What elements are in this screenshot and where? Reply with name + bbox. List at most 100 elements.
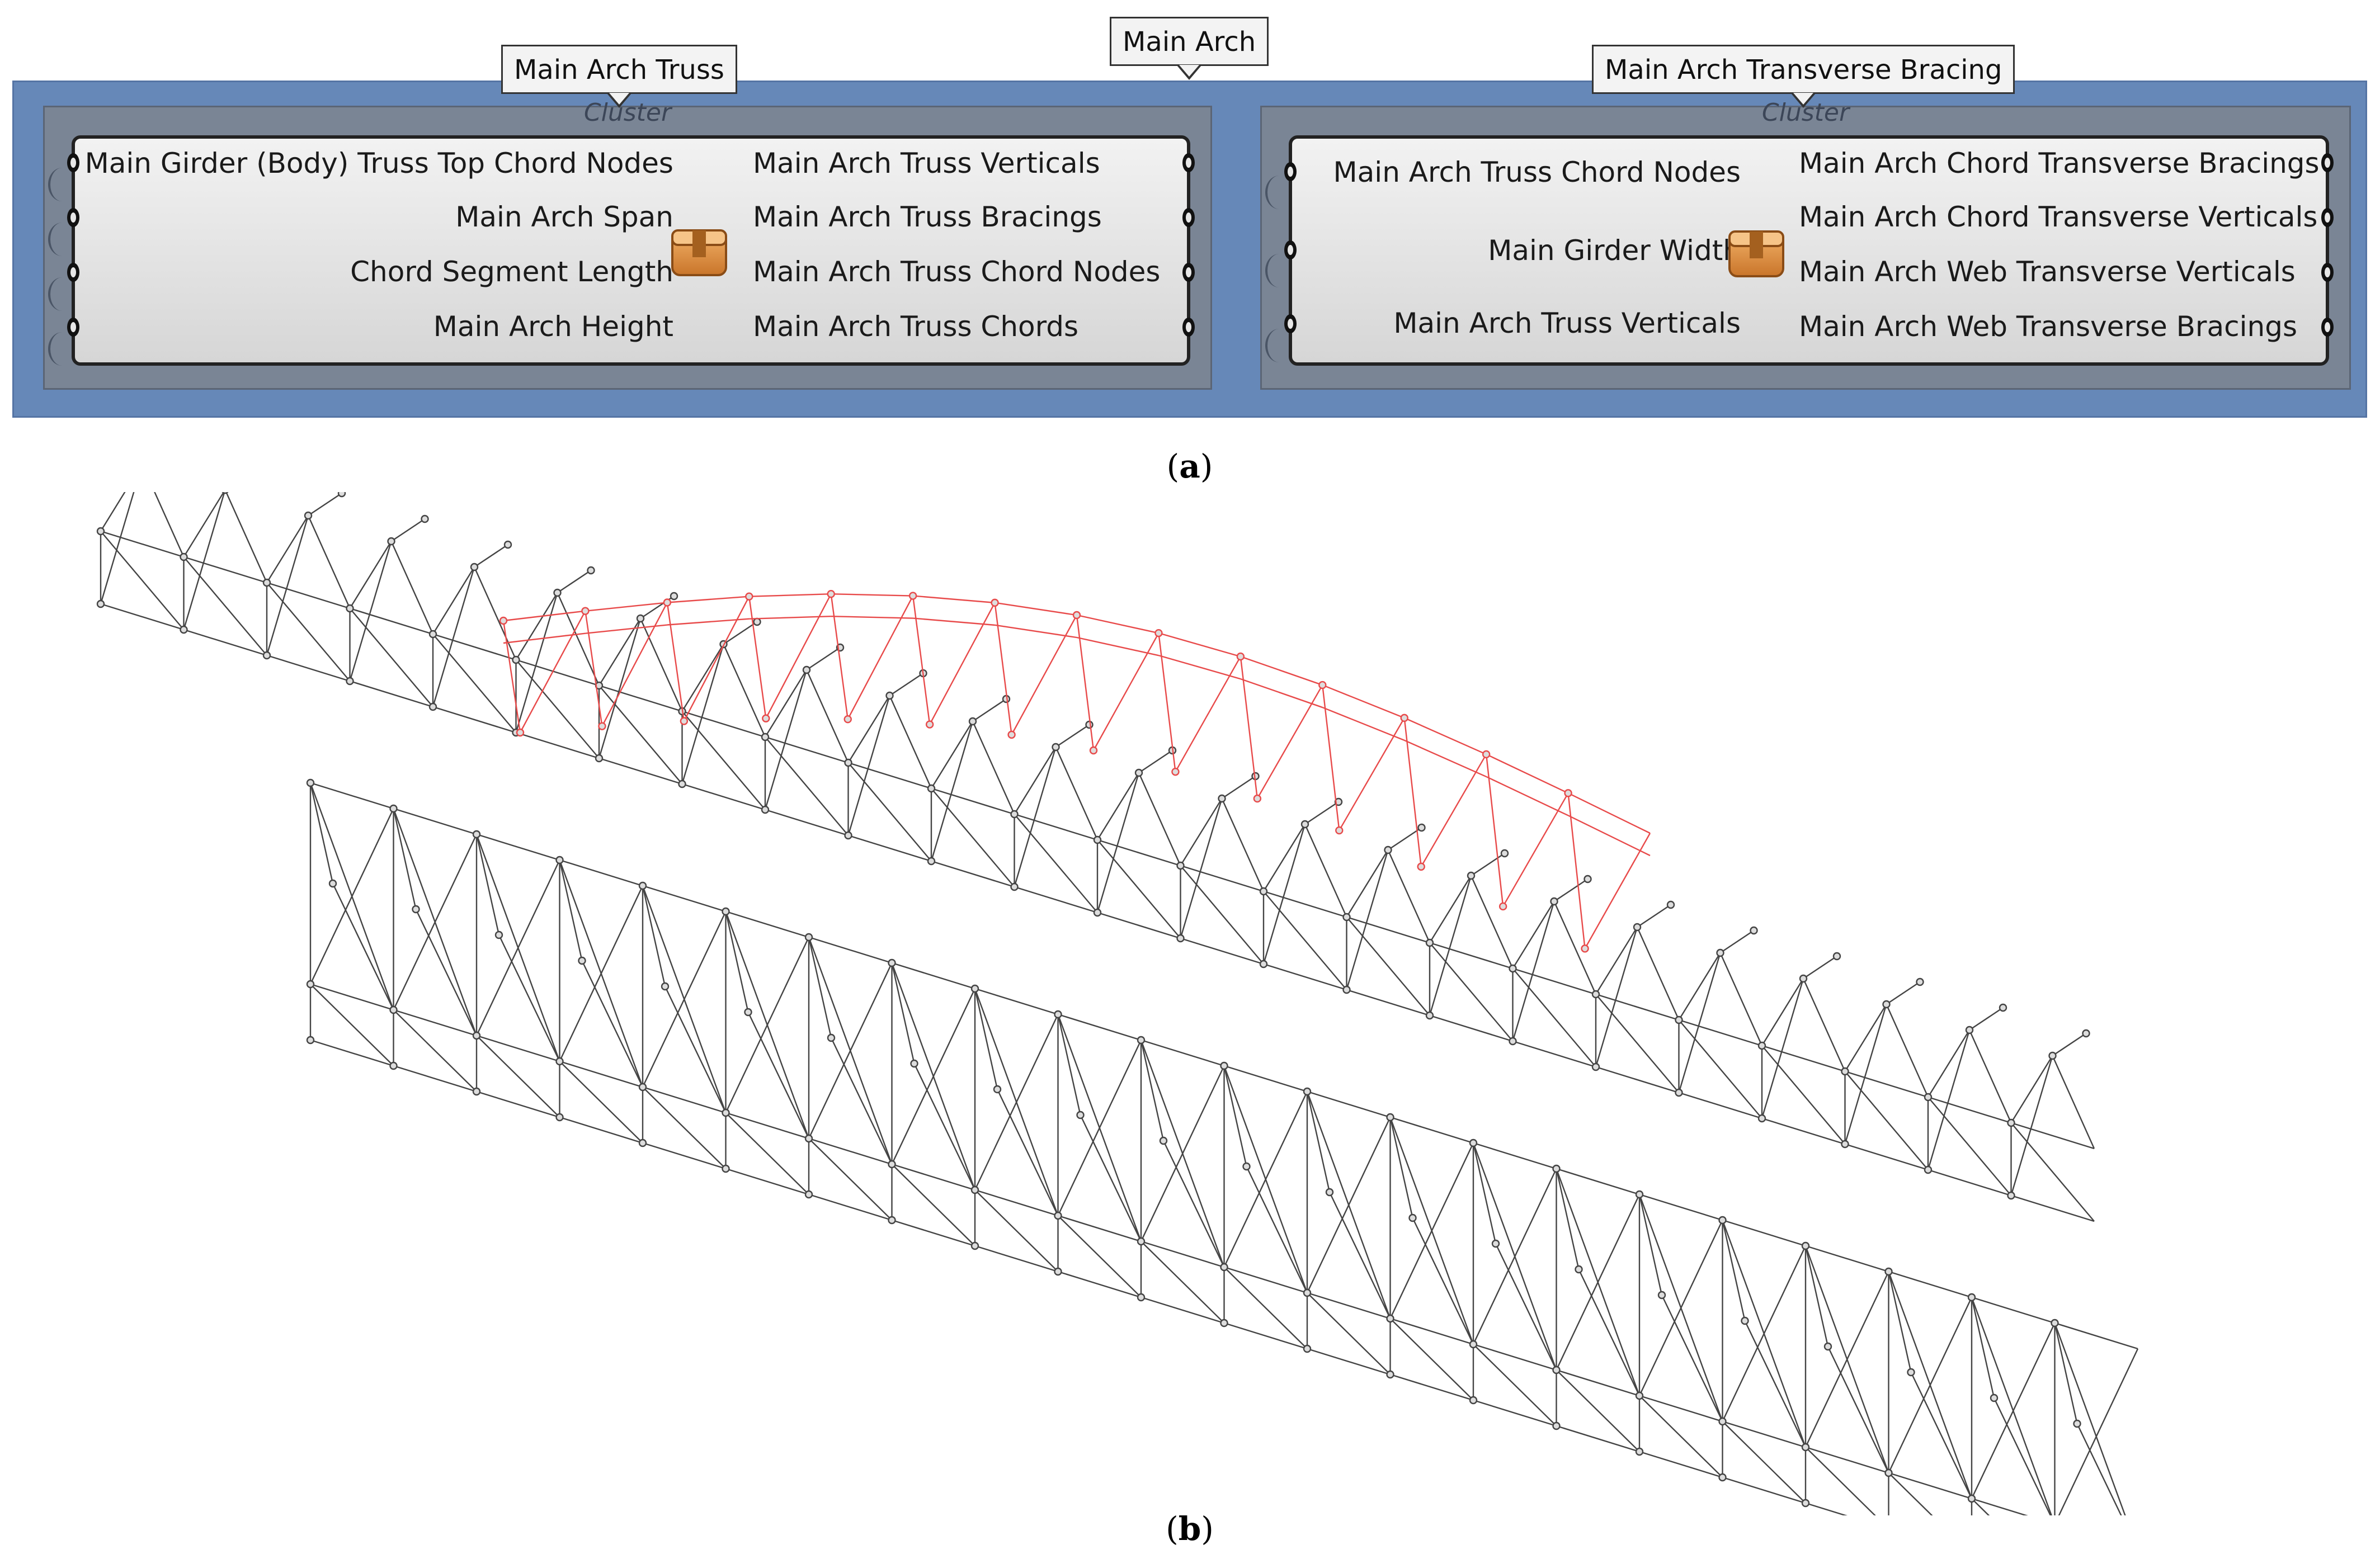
truss-node xyxy=(1154,629,1163,637)
truss-member xyxy=(1055,724,1090,748)
truss-member xyxy=(1805,1502,1848,1515)
output-port[interactable] xyxy=(2321,263,2334,282)
truss-member xyxy=(913,1063,976,1190)
output-port[interactable] xyxy=(2321,153,2334,172)
truss-member xyxy=(1097,911,1181,939)
truss-node xyxy=(678,780,686,788)
caption-b-letter: b xyxy=(1178,1510,1201,1548)
input-port[interactable] xyxy=(1284,162,1297,181)
truss-member xyxy=(748,596,767,719)
truss-node xyxy=(1550,897,1558,906)
truss-member xyxy=(557,592,600,686)
output-label: Main Arch Truss Chords xyxy=(753,310,1079,343)
truss-member xyxy=(1306,1117,1391,1293)
right-cluster-frame[interactable]: Cluster Main Arch Truss Chord Nodes Main… xyxy=(1260,98,2351,390)
truss-member xyxy=(1473,1399,1557,1427)
bridge-3d-truss-view xyxy=(96,492,2139,1515)
truss-member xyxy=(1140,1240,1224,1268)
truss-node xyxy=(2048,1051,2057,1060)
input-port[interactable] xyxy=(1284,240,1297,259)
truss-member xyxy=(764,669,808,738)
truss-member xyxy=(1486,753,1569,794)
truss-member xyxy=(1969,1007,2004,1031)
truss-member xyxy=(1014,747,1057,887)
output-label: Main Arch Truss Verticals xyxy=(753,147,1100,179)
truss-member xyxy=(749,616,831,620)
truss-member xyxy=(1307,1292,1391,1320)
truss-node xyxy=(503,540,512,549)
truss-node xyxy=(722,1164,730,1173)
input-port[interactable] xyxy=(1284,314,1297,333)
truss-member xyxy=(912,596,931,725)
main-arch-group[interactable]: Cluster Main Girder (Body) Truss Top Cho… xyxy=(12,81,2367,418)
truss-member xyxy=(1390,1116,1474,1144)
input-port[interactable] xyxy=(67,318,79,337)
input-port[interactable] xyxy=(67,208,79,227)
truss-node xyxy=(1552,1366,1561,1374)
truss-member xyxy=(1661,1295,1723,1422)
truss-member xyxy=(642,1086,727,1169)
truss-member xyxy=(996,1089,1059,1216)
truss-member xyxy=(1092,632,1160,751)
truss-member xyxy=(725,911,749,1013)
truss-member xyxy=(972,721,1015,815)
truss-member xyxy=(1138,750,1173,773)
truss-member xyxy=(1263,891,1347,990)
main-arch-transverse-bracing-component[interactable]: Main Arch Truss Chord Nodes Main Girder … xyxy=(1284,135,2334,366)
main-arch-truss-component[interactable]: Main Girder (Body) Truss Top Chord Nodes… xyxy=(67,135,1195,366)
truss-member xyxy=(642,885,726,913)
output-port[interactable] xyxy=(2321,318,2334,337)
truss-member xyxy=(1722,1476,1806,1504)
truss-node xyxy=(1823,1342,1832,1351)
truss-member xyxy=(1761,978,1804,1119)
truss-node xyxy=(1386,1370,1394,1379)
truss-member xyxy=(1639,1395,1723,1423)
truss-node xyxy=(1884,1468,1893,1477)
truss-member xyxy=(1502,792,1569,907)
output-port[interactable] xyxy=(2321,208,2334,227)
truss-member xyxy=(183,556,267,584)
truss-member xyxy=(972,698,1007,722)
input-label: Main Girder Width xyxy=(1488,234,1741,267)
output-port[interactable] xyxy=(1182,263,1195,282)
truss-member xyxy=(831,593,913,597)
truss-member xyxy=(1802,978,1846,1072)
truss-member xyxy=(266,515,309,656)
truss-node xyxy=(598,722,606,730)
truss-member xyxy=(1246,1166,1308,1293)
truss-member xyxy=(1971,1297,2052,1515)
truss-member xyxy=(1512,901,1555,1042)
truss-member xyxy=(559,859,643,887)
output-port[interactable] xyxy=(1182,318,1195,337)
truss-member xyxy=(667,618,750,626)
truss-member xyxy=(1472,1168,1557,1345)
truss-member xyxy=(1304,801,1339,825)
truss-member xyxy=(725,1168,809,1196)
truss-member xyxy=(310,1039,394,1067)
truss-member xyxy=(1578,1269,1641,1396)
truss-member xyxy=(1971,1296,2055,1324)
truss-member xyxy=(723,644,766,738)
truss-node xyxy=(428,630,437,639)
truss-member xyxy=(266,582,351,682)
truss-member xyxy=(1553,878,1589,902)
truss-member xyxy=(100,603,184,631)
input-port[interactable] xyxy=(67,263,79,282)
truss-member xyxy=(1389,1117,1413,1218)
truss-node xyxy=(1171,767,1180,776)
truss-member xyxy=(683,596,750,722)
truss-member xyxy=(183,556,267,656)
truss-member xyxy=(183,492,225,630)
left-cluster-frame[interactable]: Cluster Main Girder (Body) Truss Top Cho… xyxy=(43,98,1212,390)
truss-member xyxy=(681,644,724,712)
output-port[interactable] xyxy=(1182,208,1195,227)
truss-member xyxy=(1993,1397,2052,1515)
package-box-icon xyxy=(671,229,727,276)
truss-node xyxy=(1054,1267,1062,1276)
truss-member xyxy=(913,617,995,626)
truss-member xyxy=(1390,1317,1474,1345)
truss-node xyxy=(1675,1088,1683,1097)
output-port[interactable] xyxy=(1182,153,1195,172)
truss-node xyxy=(96,599,105,608)
input-port[interactable] xyxy=(67,153,79,172)
